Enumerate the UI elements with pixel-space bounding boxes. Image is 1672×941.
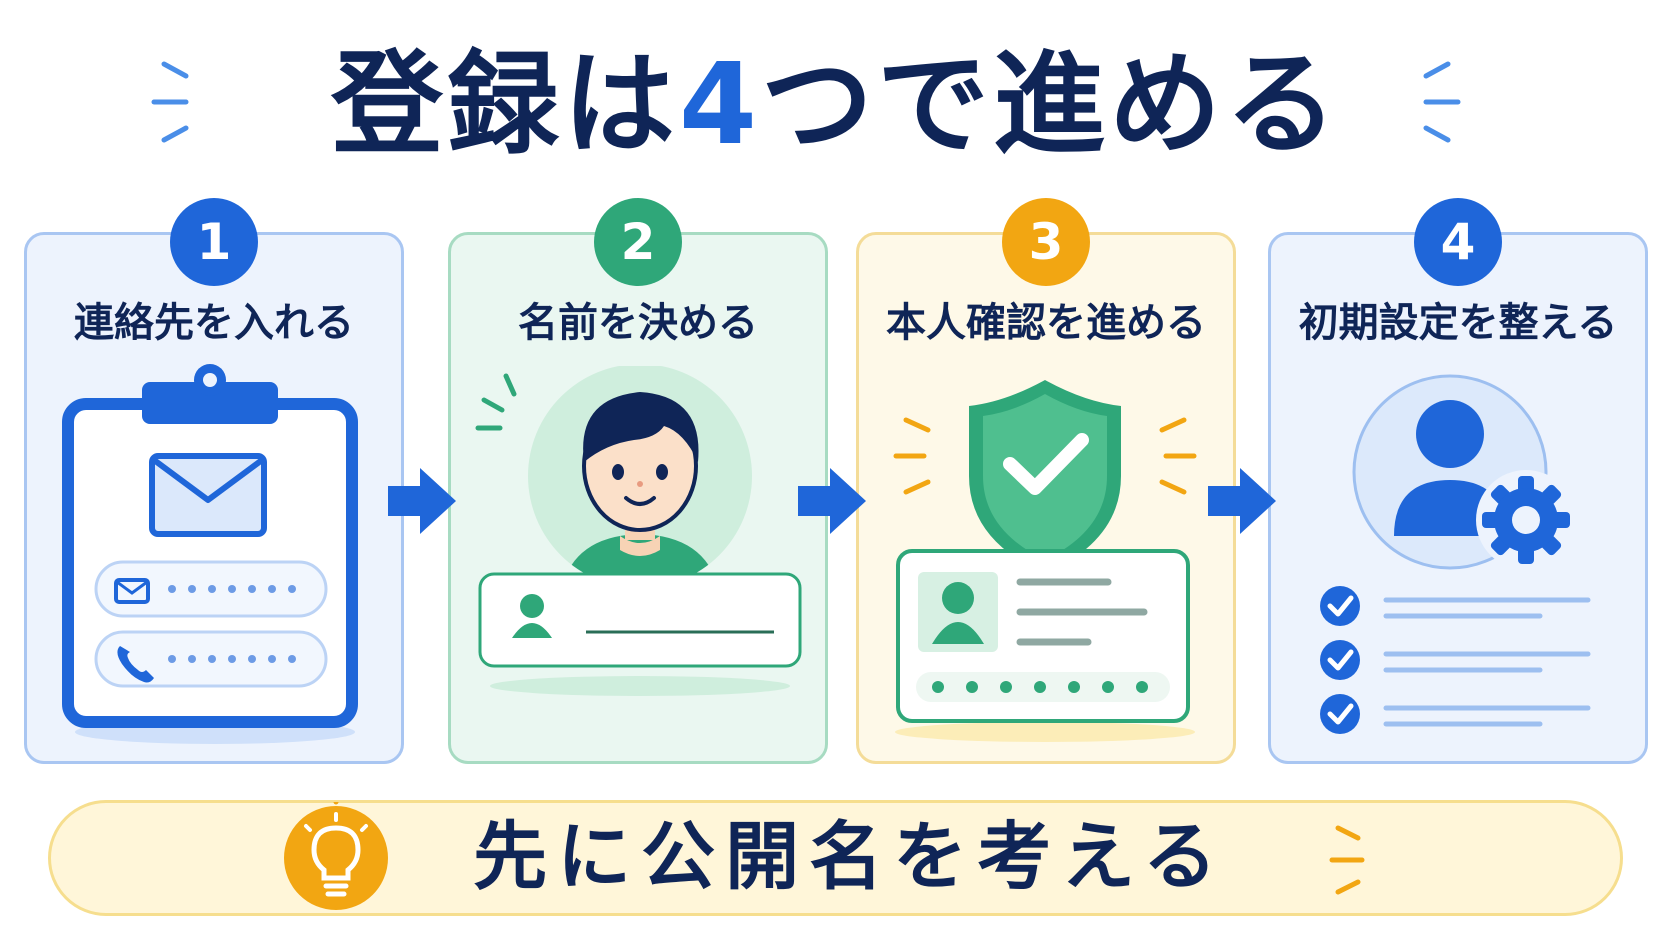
title-spark-right-icon: [1423, 61, 1461, 143]
tip-spark-icon: [1329, 825, 1365, 895]
title-prefix: 登録は: [331, 40, 680, 170]
title-spark-left-icon: [151, 61, 189, 143]
step-label-2: 名前を決める: [518, 300, 758, 346]
step-badge-2: 2: [594, 198, 682, 286]
step-label-4: 初期設定を整える: [1298, 300, 1618, 346]
arrow-right-icon-2: [798, 468, 866, 534]
shield-check-id-icon: [893, 380, 1197, 742]
page-title: 登録は4つで進める: [0, 40, 1672, 170]
person-name-icon: [475, 366, 802, 696]
arrow-right-icon-1: [388, 468, 456, 534]
arrow-right-icon-3: [1208, 468, 1276, 534]
step-label-3: 本人確認を進める: [886, 300, 1206, 346]
title-suffix: つで進める: [760, 40, 1341, 170]
step-badge-1: 1: [170, 198, 258, 286]
clipboard-mail-phone-icon: [62, 364, 358, 744]
title-number: 4: [679, 40, 761, 170]
lightbulb-icon: [284, 802, 388, 910]
profile-settings-icon: [1320, 374, 1591, 734]
step-label-1: 連絡先を入れる: [74, 300, 354, 346]
step-badge-3: 3: [1002, 198, 1090, 286]
tip-text: 先に公開名を考える: [473, 814, 1227, 900]
step-badge-4: 4: [1414, 198, 1502, 286]
